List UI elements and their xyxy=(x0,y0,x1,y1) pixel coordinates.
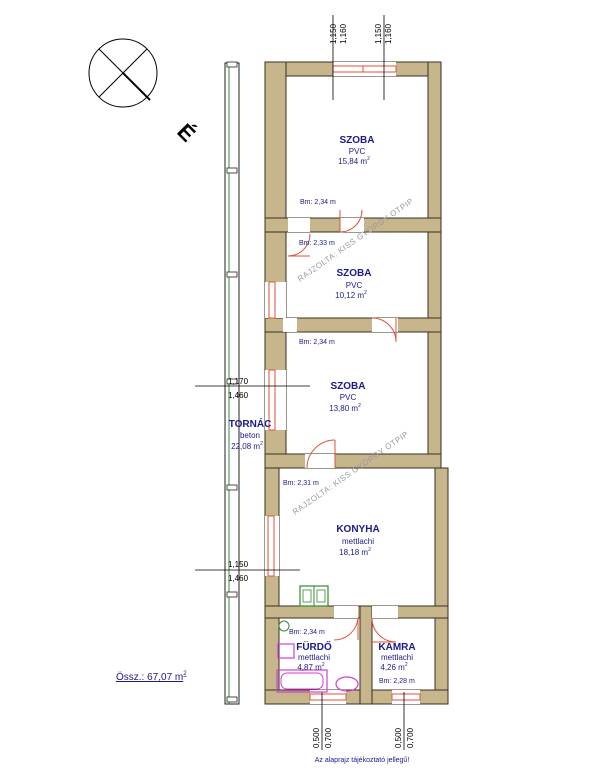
dim-bot-b1: 0,500 xyxy=(394,727,403,748)
room-name: TORNÁC xyxy=(229,417,272,430)
window-frames xyxy=(267,65,421,701)
bathroom-fixtures xyxy=(276,620,359,693)
dim-bot-a1: 0,500 xyxy=(312,727,321,748)
room-area: 4,87 m2 xyxy=(297,662,324,672)
dim-mid-1: 1,170 xyxy=(228,377,249,386)
room-konyha: KONYHA mettlachi 18,18 m2 Bm: 2,31 m xyxy=(283,480,380,557)
dim-bot-b2: 0,700 xyxy=(406,727,415,748)
room-floor: beton xyxy=(240,431,260,440)
room-height: Bm: 2,34 m xyxy=(299,339,335,346)
dim-top-b2: 1,160 xyxy=(384,23,393,44)
room-name: SZOBA xyxy=(340,135,375,146)
dim-bot-a2: 0,700 xyxy=(324,727,333,748)
total-area: Össz.: 67,07 m2 xyxy=(116,671,187,683)
room-area: 18,18 m2 xyxy=(339,547,371,557)
room-area: 15,84 m2 xyxy=(338,156,370,166)
room-floor: PVC xyxy=(349,147,366,156)
room-area: 4,26 m2 xyxy=(380,662,407,672)
room-name: SZOBA xyxy=(331,381,366,392)
room-name: SZOBA xyxy=(337,268,372,279)
room-floor: mettlachi xyxy=(342,537,374,546)
disclaimer-note: Az alaprajz tájékoztató jellegű! xyxy=(315,757,410,764)
dim-low-1: 1,150 xyxy=(228,560,249,569)
room-name: FÜRDŐ xyxy=(296,640,332,653)
dim-top-b1: 1,150 xyxy=(374,23,383,44)
dim-low-2: 1,460 xyxy=(228,574,249,583)
doors xyxy=(287,209,397,643)
watermark-bottom: RAJZOLTA: KISS GYÖRGY OTPIP xyxy=(291,429,410,516)
room-area: 13,80 m2 xyxy=(329,403,361,413)
room-szoba-2: SZOBA PVC 10,12 m2 Bm: 2,33 m xyxy=(299,240,372,300)
room-floor: PVC xyxy=(340,393,357,402)
dim-top-a2: 1,160 xyxy=(339,23,348,44)
room-furdo: FÜRDŐ mettlachi 4,87 m2 Bm: 2,34 m xyxy=(289,629,332,672)
room-szoba-1: SZOBA PVC 15,84 m2 Bm: 2,34 m xyxy=(300,135,375,206)
room-floor: mettlachi xyxy=(381,653,413,662)
room-floor: mettlachi xyxy=(298,653,330,662)
compass-icon xyxy=(88,38,158,108)
north-label: É xyxy=(172,119,200,147)
dim-top-a1: 1,150 xyxy=(329,23,338,44)
dim-mid-2: 1,460 xyxy=(228,391,249,400)
room-height: Bm: 2,33 m xyxy=(299,240,335,247)
dimension-lines xyxy=(195,15,405,750)
room-tornac: TORNÁC beton 22,08 m2 xyxy=(229,417,272,451)
room-szoba-3: SZOBA PVC 13,80 m2 Bm: 2,34 m xyxy=(299,339,366,413)
room-kamra: KAMRA mettlachi 4,26 m2 Bm: 2,28 m xyxy=(378,642,415,685)
room-area: 10,12 m2 xyxy=(335,290,367,300)
room-name: KAMRA xyxy=(378,642,415,653)
kitchen-fixture xyxy=(299,585,329,607)
terrace xyxy=(224,61,240,705)
room-name: KONYHA xyxy=(336,524,379,535)
room-height: Bm: 2,34 m xyxy=(300,199,336,206)
room-area: 22,08 m2 xyxy=(231,441,263,451)
room-floor: PVC xyxy=(346,281,363,290)
room-height: Bm: 2,34 m xyxy=(289,629,325,636)
room-height: Bm: 2,31 m xyxy=(283,480,319,487)
room-height: Bm: 2,28 m xyxy=(379,678,415,685)
